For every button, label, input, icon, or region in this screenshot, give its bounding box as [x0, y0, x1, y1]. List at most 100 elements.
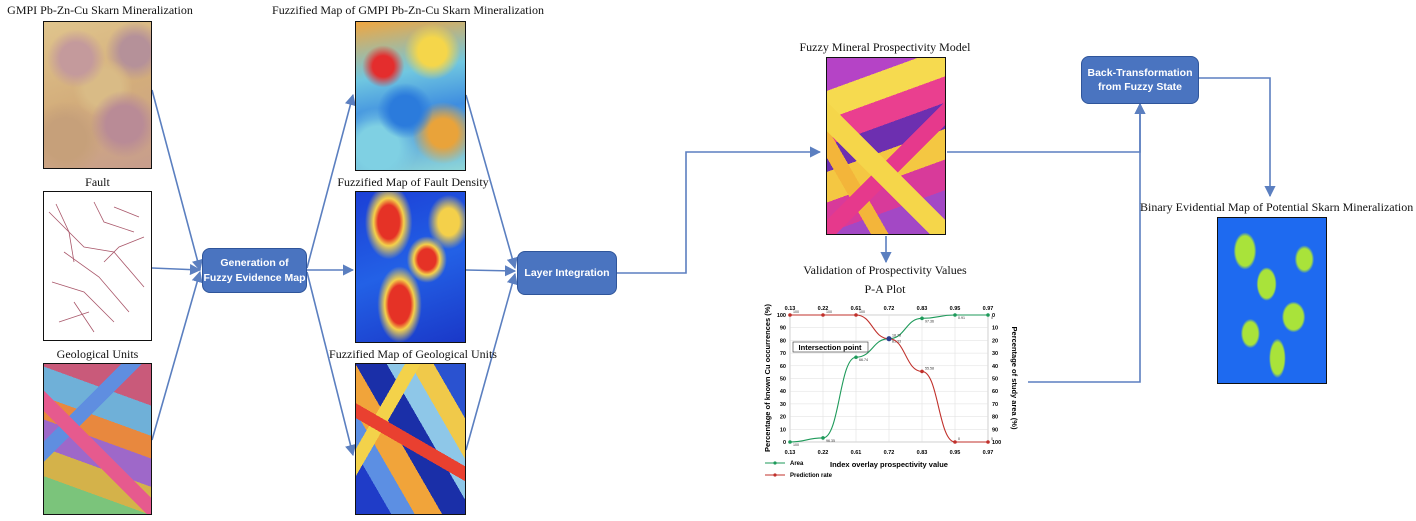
y-right-label: Percentage of study area (%)	[1010, 327, 1019, 430]
legend-area-marker	[773, 461, 777, 465]
area-point-label: 100	[793, 443, 799, 447]
y-left-tick-label: 30	[780, 402, 786, 408]
y-left-tick-label: 90	[780, 326, 786, 332]
legend-prediction-text: Prediction rate	[790, 473, 833, 479]
x-bottom-ticks: 0.13 0.22 0.61 0.72 0.83 0.95 0.97	[785, 450, 994, 456]
fmpm-map	[826, 57, 946, 235]
back-transformation-text: Back-Transformation from Fuzzy State	[1087, 66, 1193, 93]
layer-integration-text: Layer Integration	[524, 266, 610, 279]
arrow-gmpi-to-generation	[151, 89, 203, 272]
y-left-tick-label: 50	[780, 377, 786, 383]
fault-label: Fault	[85, 175, 110, 189]
y-right-tick-label: 90	[992, 427, 998, 433]
x-bottom-tick-label: 0.22	[818, 450, 829, 456]
x-bottom-tick-label: 0.72	[884, 450, 895, 456]
y-right-tick-label: 0	[992, 313, 995, 319]
y-left-tick-label: 70	[780, 351, 786, 357]
x-bottom-tick-label: 0.97	[983, 450, 994, 456]
prediction-rate-point	[986, 440, 990, 444]
area-point-label: 66.74	[859, 358, 868, 362]
y-right-tick-label: 60	[992, 389, 998, 395]
x-top-tick-label: 0.97	[983, 306, 994, 312]
x-bottom-tick-label: 0.83	[917, 450, 928, 456]
fz-geo-label: Fuzzified Map of Geological Units	[329, 347, 497, 361]
x-top-tick-label: 0.22	[818, 306, 829, 312]
x-bottom-tick-label: 0.95	[950, 450, 961, 456]
y-right-tick-label: 30	[992, 351, 998, 357]
y-left-tick-label: 0	[783, 440, 786, 446]
y-right-tick-label: 10	[992, 326, 998, 332]
y-left-tick-label: 80	[780, 338, 786, 344]
prediction-rate-point-label: 18.78	[892, 334, 901, 338]
prediction-rate-point-label: 100	[859, 310, 865, 314]
intersection-marker	[886, 336, 892, 342]
x-top-tick-label: 0.95	[950, 306, 961, 312]
arrow-fault-to-generation	[151, 263, 202, 276]
arrow-generation-to-fzgmpi	[306, 93, 356, 269]
binary-label: Binary Evidential Map of Potential Skarn…	[1140, 200, 1414, 214]
layer-integration-box[interactable]: Layer Integration	[517, 251, 617, 295]
area-point-label: 97.36	[925, 319, 934, 323]
prediction-rate-point-label: 100	[826, 310, 832, 314]
area-point	[953, 313, 957, 317]
generation-box-text: Generation of Fuzzy Evidence Map	[203, 257, 306, 284]
y-left-tick-label: 10	[780, 427, 786, 433]
area-point	[821, 436, 825, 440]
y-right-tick-label: 20	[992, 338, 998, 344]
area-point-label: 0.91	[958, 316, 965, 320]
arrow-chart-to-back	[1028, 102, 1146, 383]
x-bottom-tick-label: 0.13	[785, 450, 796, 456]
prediction-rate-point	[821, 313, 825, 317]
prediction-rate-point-label: 0	[991, 437, 993, 441]
fz-gmpi-map	[355, 21, 466, 171]
y-left-tick-label: 40	[780, 389, 786, 395]
fz-fault-label: Fuzzified Map of Fault Density	[337, 175, 489, 189]
validation-label: Validation of Prospectivity Values	[803, 263, 967, 277]
area-point-label: 0	[991, 316, 993, 320]
y-right-tick-label: 70	[992, 402, 998, 408]
fmpm-label: Fuzzy Mineral Prospectivity Model	[799, 40, 971, 54]
chart-title: P-A Plot	[864, 282, 906, 296]
area-point-label: 96.35	[826, 439, 835, 443]
legend-area-text: Area	[790, 461, 804, 467]
y-right-tick-label: 80	[992, 415, 998, 421]
area-point	[986, 313, 990, 317]
intersection-label: Intersection point	[799, 343, 862, 352]
arrow-fzfault-to-integration	[465, 265, 517, 277]
x-top-tick-label: 0.83	[917, 306, 928, 312]
y-left-tick-label: 20	[780, 415, 786, 421]
prediction-rate-point	[953, 440, 957, 444]
geo-units-label: Geological Units	[56, 347, 139, 361]
arrow-fzgeo-to-integration	[465, 272, 518, 451]
y-left-tick-label: 60	[780, 364, 786, 370]
area-point	[920, 316, 924, 321]
geo-units-map	[43, 363, 152, 515]
generation-box[interactable]: Generation of Fuzzy Evidence Map	[202, 248, 307, 293]
x-bottom-tick-label: 0.61	[851, 450, 862, 456]
y-left-ticks: 0 10 20 30 40 50 60 70 80 90 100	[777, 313, 786, 446]
prediction-rate-point	[854, 313, 858, 317]
x-top-tick-label: 0.61	[851, 306, 862, 312]
fault-lines	[48, 201, 145, 333]
intersection-box	[792, 341, 869, 353]
prediction-rate-point	[788, 313, 792, 317]
area-point	[788, 440, 792, 444]
y-left-tick-label: 100	[777, 313, 786, 319]
arrow-fzgmpi-to-integration	[465, 94, 518, 270]
prediction-rate-point-label: 55.58	[925, 366, 934, 370]
x-axis-label: Index overlay prospectivity value	[830, 460, 948, 469]
prediction-rate-point-label: 100	[793, 310, 799, 314]
gmpi-label: GMPI Pb-Zn-Cu Skarn Mineralization	[7, 3, 193, 17]
arrow-integration-to-fmpm	[617, 146, 822, 274]
y-right-tick-label: 40	[992, 364, 998, 370]
binary-map	[1217, 217, 1327, 384]
y-right-tick-label: 100	[992, 440, 1001, 446]
back-transformation-box[interactable]: Back-Transformation from Fuzzy State	[1081, 56, 1199, 104]
arrow-back-to-binary	[1199, 77, 1276, 198]
arrow-generation-to-fzgeo	[306, 271, 356, 457]
